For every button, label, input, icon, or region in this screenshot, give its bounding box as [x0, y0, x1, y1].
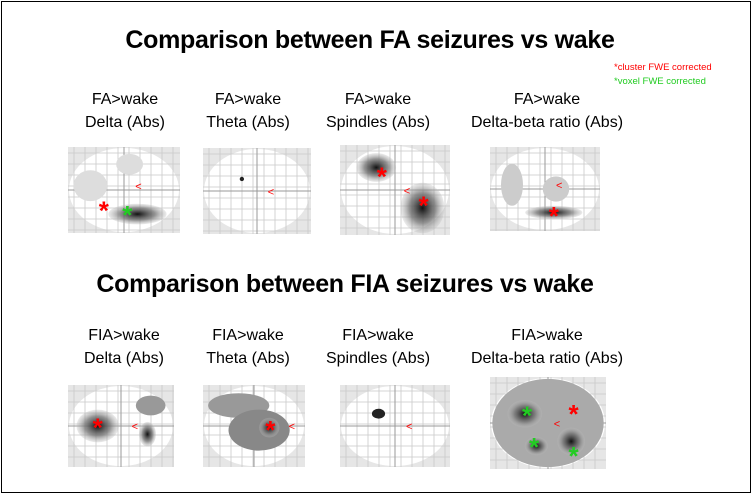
activation-blob — [239, 176, 245, 182]
crosshair-marker-icon: < — [404, 186, 410, 198]
crosshair-marker-icon: < — [554, 419, 560, 431]
section2-title: Comparison between FIA seizures vs wake — [96, 270, 594, 298]
cluster-fwe-asterisk-icon: * — [419, 190, 430, 220]
glass-brain-fia-dbr: <**** — [490, 377, 606, 469]
glass-brain-fia-delta: <* — [68, 385, 174, 467]
activation-blob — [73, 170, 108, 202]
activation-blob — [139, 421, 156, 447]
glass-brain-fa-spindles: < * * — [340, 145, 450, 235]
cluster-fwe-asterisk-icon: * — [99, 196, 110, 226]
crosshair-marker-icon: < — [289, 421, 295, 433]
voxel-fwe-asterisk-icon: * — [568, 441, 579, 469]
cluster-fwe-asterisk-icon: * — [568, 399, 579, 429]
activation-blob — [557, 427, 586, 456]
legend-voxel: *voxel FWE corrected — [614, 76, 706, 87]
crosshair-marker-icon: < — [556, 180, 562, 192]
voxel-fwe-asterisk-icon: * — [522, 401, 533, 431]
crosshair-marker-icon: < — [406, 421, 412, 433]
activation-blob — [76, 409, 119, 443]
activation-blob — [116, 153, 144, 175]
cluster-fwe-asterisk-icon: * — [377, 162, 388, 192]
activation-blob — [371, 408, 386, 419]
glass-brain-fia-spindles: < — [340, 385, 450, 467]
activation-blob — [542, 176, 570, 202]
activation-blob — [525, 205, 583, 220]
cluster-fwe-asterisk-icon: * — [549, 201, 560, 231]
activation-blob — [400, 182, 445, 234]
crosshair-marker-icon: < — [135, 181, 141, 193]
voxel-fwe-asterisk-icon: * — [122, 200, 133, 230]
activation-blob — [507, 400, 543, 428]
voxel-fwe-asterisk-icon: * — [529, 432, 540, 462]
glass-brain-fa-dbr: <* — [490, 147, 600, 231]
cluster-fwe-asterisk-icon: * — [265, 415, 276, 445]
activation-blob — [135, 395, 166, 416]
cluster-fwe-asterisk-icon: * — [93, 413, 104, 443]
activation-blob — [228, 409, 290, 451]
legend-cluster: *cluster FWE corrected — [614, 62, 712, 73]
crosshair-marker-icon: < — [132, 421, 138, 433]
glass-brain-fa-delta: <** — [68, 147, 180, 233]
activation-blob — [492, 378, 604, 468]
section1-title: Comparison between FA seizures vs wake — [125, 26, 615, 54]
activation-blob — [524, 436, 548, 456]
activation-blob — [356, 153, 397, 182]
glass-brain-fia-theta: <* — [203, 385, 305, 467]
activation-blob — [501, 163, 523, 206]
crosshair-marker-icon: < — [268, 186, 274, 198]
activation-blob — [259, 417, 280, 438]
glass-brain-fa-theta: < — [203, 148, 311, 234]
activation-blob — [108, 203, 167, 225]
